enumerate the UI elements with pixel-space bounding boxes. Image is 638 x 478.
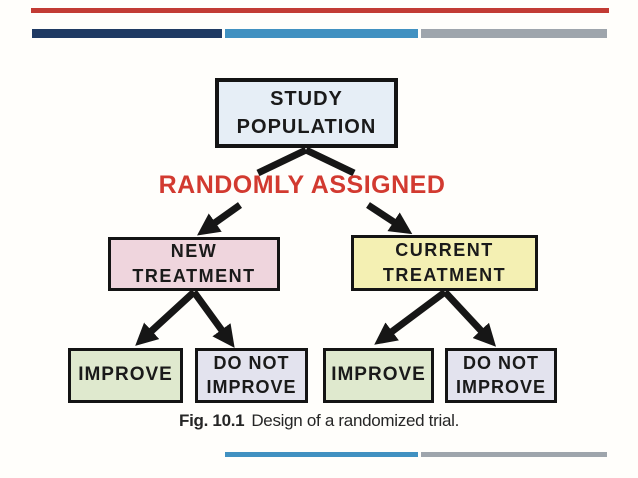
- figure-caption-number: Fig. 10.1: [178, 411, 245, 430]
- randomly-assigned-label: RANDOMLY ASSIGNED: [158, 171, 446, 199]
- top-accent-line: [31, 8, 609, 13]
- do-not-improve-box-right: DO NOT IMPROVE: [445, 348, 557, 403]
- arrow-study-right-upper: [304, 146, 356, 177]
- study-population-box: STUDY POPULATION: [215, 78, 398, 148]
- arrow-current-to-improve: [374, 289, 448, 345]
- header-gray-bar: [421, 29, 607, 38]
- arrow-to-current-treatment: [366, 202, 413, 235]
- arrow-new-to-improve: [135, 289, 197, 346]
- current-treatment-box: CURRENT TREATMENT: [351, 235, 538, 291]
- header-navy-bar: [32, 29, 222, 38]
- new-treatment-box: NEW TREATMENT: [108, 237, 280, 291]
- footer-gray-bar: [421, 452, 607, 457]
- improve-box-right: IMPROVE: [323, 348, 434, 403]
- arrow-new-to-donot: [191, 289, 235, 348]
- arrow-study-left-upper: [256, 146, 308, 177]
- header-blue-bar: [225, 29, 418, 38]
- figure-caption-text: Design of a randomized trial.: [251, 411, 459, 430]
- figure-caption: Fig. 10.1 Design of a randomized trial.: [0, 411, 638, 431]
- improve-box-left: IMPROVE: [68, 348, 183, 403]
- do-not-improve-box-left: DO NOT IMPROVE: [195, 348, 308, 403]
- footer-blue-bar: [225, 452, 418, 457]
- arrow-current-to-donot: [442, 289, 497, 347]
- arrow-to-new-treatment: [197, 202, 243, 236]
